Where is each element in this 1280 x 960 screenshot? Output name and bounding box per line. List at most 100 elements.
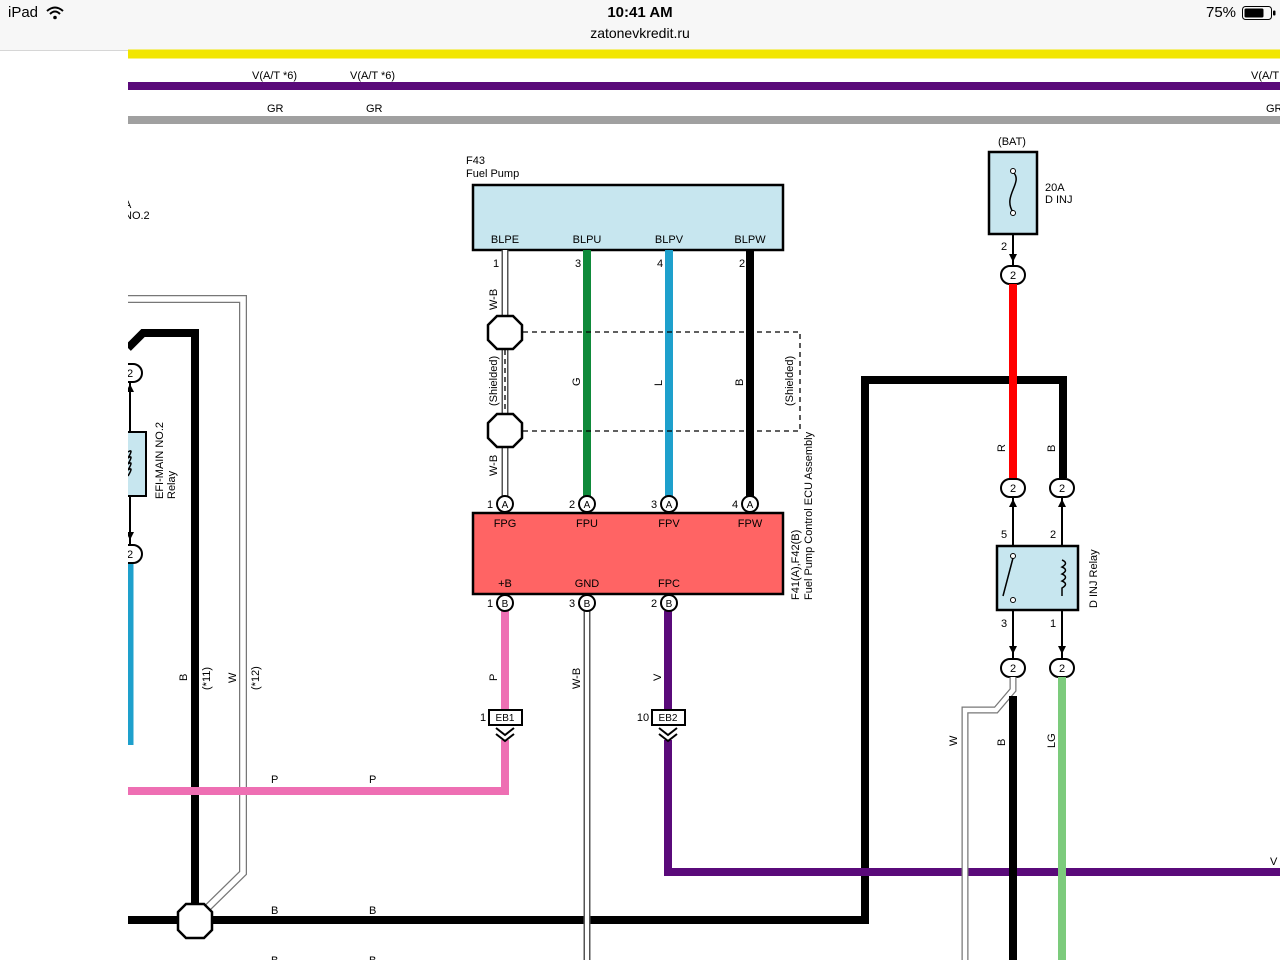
fuel-pump-name: Fuel Pump	[466, 168, 519, 180]
pin-label: 2	[651, 598, 657, 610]
d-inj-relay-name: D INJ Relay	[1088, 549, 1100, 608]
address-url[interactable]: zatonevkredit.ru	[590, 25, 690, 41]
pink-label-1: P	[271, 774, 278, 786]
eb2-connector	[651, 709, 686, 726]
ecu-code: F41(A),F42(B)	[790, 530, 802, 600]
connector-letter: B	[502, 599, 509, 610]
connector-letter: A	[666, 500, 673, 511]
wire-label-b: B	[996, 739, 1008, 746]
chevron-down-icon	[658, 727, 678, 743]
ecu-box	[471, 511, 785, 596]
pin-label: 4	[732, 499, 738, 511]
pink-label-2: P	[369, 774, 376, 786]
black-label-4: B	[369, 955, 376, 960]
top-bus: V(A/T *6) V(A/T *6) V(A/T GR GR GR	[128, 49, 1280, 124]
pin-label: 1	[487, 499, 493, 511]
shielded-right: (Shielded)	[784, 356, 796, 406]
ecu-bottom-wires: B B B 1 3 2 P W-B V EB1 1 EB2 10	[480, 594, 686, 960]
wifi-icon	[46, 6, 64, 20]
relay-coil-icon	[1060, 559, 1067, 596]
eb2-label: EB2	[659, 713, 678, 724]
arrow-icon	[1009, 254, 1017, 262]
connector-b-pin	[578, 594, 596, 612]
relay-coil-icon	[128, 450, 132, 477]
white-wire-relay	[961, 677, 1017, 960]
terminal-fpg: FPG	[494, 518, 517, 530]
connector-letter: B	[584, 599, 591, 610]
arrow-icon	[1009, 499, 1017, 507]
arrow-icon	[1058, 499, 1066, 507]
battery-icon	[1242, 6, 1276, 20]
terminal-blpw: BLPW	[734, 234, 766, 246]
fuse-icon	[1009, 171, 1017, 213]
status-bar: iPad 10:41 AM zatonevkredit.ru 75%	[0, 0, 1280, 51]
fuel-pump: F43 Fuel Pump BLPE BLPU BLPV BLPW 1 3 4 …	[466, 155, 785, 270]
device-name: iPad	[8, 4, 39, 21]
connector-b-pin	[660, 594, 678, 612]
connector-a-pin	[741, 495, 759, 513]
ground-splice	[176, 902, 214, 940]
wire-label-wb: W-B	[488, 289, 500, 310]
pin-label: 2	[1010, 483, 1016, 495]
pin-label: 2	[127, 368, 133, 380]
terminal-fpw: FPW	[738, 518, 763, 530]
wire-label-l: L	[653, 380, 665, 386]
pink-wire	[128, 740, 509, 795]
efi-relay-box	[128, 431, 147, 497]
black-ground-wire	[128, 376, 1067, 924]
relay-pin-1: 1	[1050, 618, 1056, 630]
connector-a-pin	[578, 495, 596, 513]
fuse-pin: 2	[1001, 241, 1007, 253]
eb2-pin: 10	[637, 712, 649, 724]
wire-label-lg: LG	[1046, 733, 1058, 748]
pin-label: 2	[1059, 483, 1065, 495]
connector-a-pin	[660, 495, 678, 513]
wire-label-w: W	[948, 735, 960, 746]
wire-label-wb: W-B	[571, 668, 583, 689]
fuse-rating: 20A	[1045, 182, 1065, 194]
violet-label-3: V(A/T	[1251, 70, 1279, 82]
violet-fpc-wire	[664, 740, 1280, 876]
pin-label: 2	[739, 258, 745, 270]
black-wire-left	[128, 329, 199, 920]
violet-label-2: V(A/T *6)	[350, 70, 395, 82]
efi-relay-word: Relay	[166, 470, 178, 499]
arrow-icon	[128, 384, 134, 392]
ecu-top-pins: A A A A 1 2 3 4	[487, 495, 759, 513]
clock: 10:41 AM	[607, 4, 673, 21]
pin-label: 2	[1059, 663, 1065, 675]
shield-splice-top	[486, 314, 524, 351]
arrow-icon	[1058, 646, 1066, 654]
terminal-fpv: FPV	[658, 518, 680, 530]
cut-label-a: A	[124, 199, 132, 211]
eb1-connector	[488, 709, 523, 726]
wire-label-wb-lower: W-B	[488, 455, 500, 476]
wire-label-b: B	[178, 674, 190, 681]
relay-pin-3: 3	[1001, 618, 1007, 630]
arrow-icon	[1009, 646, 1017, 654]
fuse-name: D INJ	[1045, 194, 1073, 206]
black-label-2: B	[369, 905, 376, 917]
pin-label: 1	[487, 598, 493, 610]
ecu-name: Fuel Pump Control ECU Assembly	[803, 431, 815, 600]
pin-badge	[128, 544, 143, 564]
fuel-pump-box	[471, 183, 785, 252]
pin-label: 3	[569, 598, 575, 610]
wire-label-b: B	[734, 379, 746, 386]
terminal-gnd: GND	[575, 578, 600, 590]
connector-letter: B	[666, 599, 673, 610]
connector-letter: A	[747, 500, 754, 511]
black-label-3: B	[271, 955, 278, 960]
shield-box	[504, 331, 801, 432]
violet-label-1: V(A/T *6)	[252, 70, 297, 82]
relay-switch-icon	[1002, 557, 1014, 597]
connector-b-pin	[496, 594, 514, 612]
pin-label: 4	[657, 258, 663, 270]
cut-label-b: NO.2	[124, 210, 150, 222]
pump-ecu-wires: W-B W-B (Shielded) G L B (Shielded)	[486, 250, 801, 497]
eb1-pin: 1	[480, 712, 486, 724]
efi-main-section: A NO.2 2 2 EFI-MAIN NO.2 Relay B (*11) W…	[124, 199, 262, 923]
relay-pin-5: 5	[1001, 529, 1007, 541]
terminal-blpu: BLPU	[573, 234, 602, 246]
pin-label: 2	[1010, 663, 1016, 675]
